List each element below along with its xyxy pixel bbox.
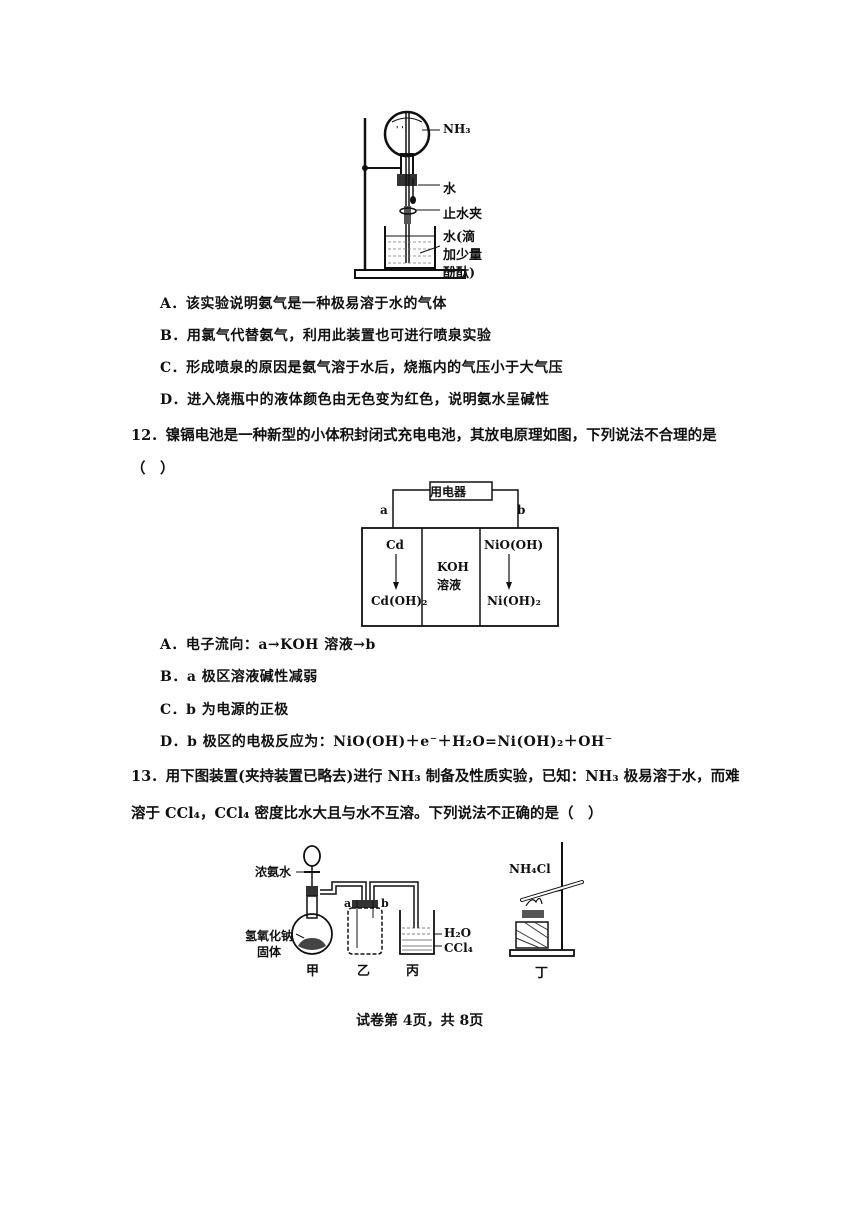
q12-stem-line1: 12．镍镉电池是一种新型的小体积封闭式充电电池，其放电原理如图，下列说法不合理的… bbox=[131, 427, 717, 444]
device-label: 用电器 bbox=[430, 485, 467, 499]
naoh-label-line1: 氢氧化钠 bbox=[245, 929, 294, 943]
nh3-label: NH₃ bbox=[443, 122, 471, 136]
q11-option-c: C．形成喷泉的原因是氨气溶于水后，烧瓶内的气压小于大气压 bbox=[160, 360, 564, 376]
water-label: 水 bbox=[443, 182, 457, 197]
q13-stem-line1: 13．用下图装置(夹持装置已略去)进行 NH₃ 制备及性质实验，已知：NH₃ 极… bbox=[131, 768, 740, 785]
nicd-battery-figure bbox=[361, 481, 559, 627]
nh3-apparatus-figure bbox=[291, 842, 584, 957]
nioh2-label: Ni(OH)₂ bbox=[487, 594, 541, 608]
electrode-a-label: a bbox=[380, 503, 388, 517]
beaker-label-line3: 酚酞) bbox=[443, 266, 476, 281]
label-yi: 乙 bbox=[357, 964, 371, 979]
naoh-label-line2: 固体 bbox=[257, 945, 282, 959]
koh-label: KOH bbox=[437, 560, 469, 574]
beaker-label-line2: 加少量 bbox=[443, 248, 483, 263]
solution-label: 溶液 bbox=[437, 578, 462, 592]
q12-option-a: A．电子流向：a→KOH 溶液→b bbox=[160, 637, 376, 653]
label-bing: 丙 bbox=[406, 964, 420, 979]
niooh-label: NiO(OH) bbox=[484, 538, 544, 552]
fountain-experiment-figure: ' ' bbox=[354, 110, 466, 279]
svg-text:' ': ' ' bbox=[396, 124, 404, 134]
port-a-label: a bbox=[344, 897, 352, 910]
h2o-label: H₂O bbox=[444, 926, 472, 940]
q11-option-b: B．用氯气代替氨气，利用此装置也可进行喷泉实验 bbox=[160, 328, 492, 344]
clamp-label: 止水夹 bbox=[443, 207, 483, 222]
port-b-label: b bbox=[381, 897, 389, 910]
electrode-b-label: b bbox=[517, 503, 526, 517]
q13-stem-line2: 溶于 CCl₄，CCl₄ 密度比水大且与水不互溶。下列说法不正确的是（ ） bbox=[131, 805, 603, 822]
q11-option-d: D．进入烧瓶中的液体颜色由无色变为红色，说明氨水呈碱性 bbox=[160, 392, 550, 408]
nh4cl-label: NH₄Cl bbox=[509, 862, 551, 876]
cdoh2-label: Cd(OH)₂ bbox=[371, 594, 428, 608]
q12-stem-line2: （ ） bbox=[131, 460, 175, 477]
cd-label: Cd bbox=[386, 538, 404, 552]
label-ding: 丁 bbox=[535, 966, 549, 981]
conc-ammonia-label: 浓氨水 bbox=[255, 865, 292, 879]
q12-option-d: D．b 极区的电极反应为：NiO(OH)＋e⁻＋H₂O=Ni(OH)₂＋OH⁻ bbox=[160, 734, 613, 750]
ccl4-label: CCl₄ bbox=[444, 941, 473, 955]
q11-option-a: A．该实验说明氨气是一种极易溶于水的气体 bbox=[160, 296, 447, 312]
page-footer: 试卷第 4页，共 8页 bbox=[356, 1013, 484, 1029]
label-jia: 甲 bbox=[306, 964, 320, 979]
q12-option-c: C．b 为电源的正极 bbox=[160, 702, 289, 718]
q12-option-b: B．a 极区溶液碱性减弱 bbox=[160, 669, 318, 685]
beaker-label-line1: 水(滴 bbox=[443, 230, 476, 245]
